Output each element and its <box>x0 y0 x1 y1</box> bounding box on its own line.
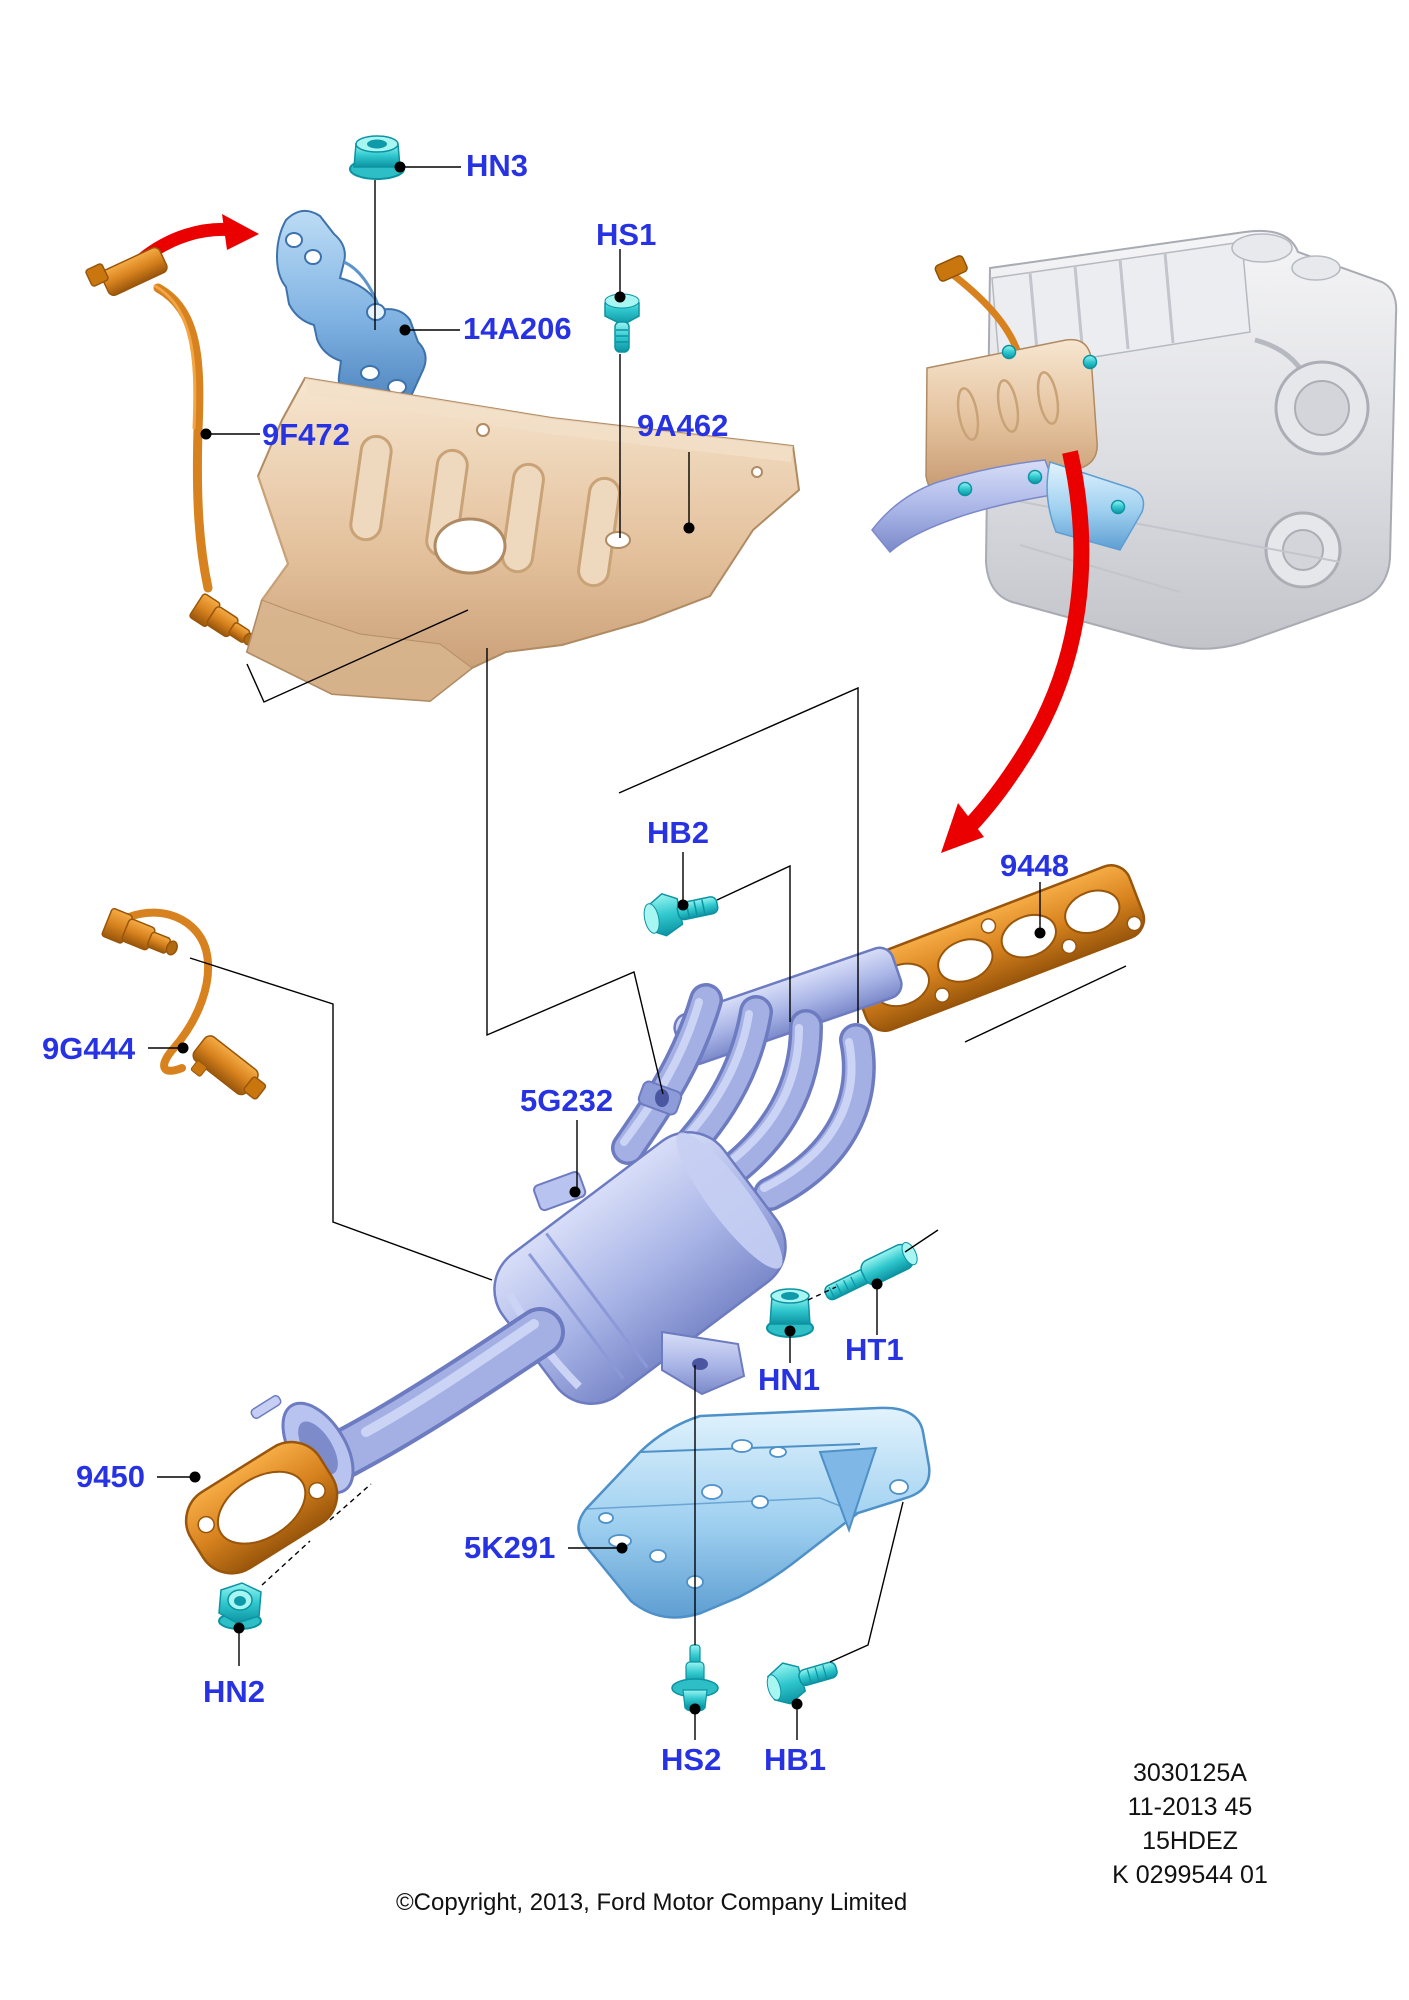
callout-9g444[interactable]: 9G444 <box>42 1031 136 1066</box>
copyright-notice: ©Copyright, 2013, Ford Motor Company Lim… <box>396 1889 908 1916</box>
callout-9f472[interactable]: 9F472 <box>262 417 350 452</box>
bolt-hb2 <box>643 892 719 937</box>
oxygen-sensor-9f472 <box>85 246 256 646</box>
callout-9450[interactable]: 9450 <box>76 1459 145 1494</box>
bolt-hb1 <box>766 1661 838 1705</box>
callout-14a206[interactable]: 14A206 <box>463 311 572 346</box>
callout-ht1[interactable]: HT1 <box>845 1332 904 1367</box>
callout-hb2[interactable]: HB2 <box>647 815 710 850</box>
callout-hb1[interactable]: HB1 <box>764 1742 827 1777</box>
callout-5g232[interactable]: 5G232 <box>520 1083 614 1118</box>
callout-hn2[interactable]: HN2 <box>203 1674 266 1709</box>
callout-hn3[interactable]: HN3 <box>466 148 529 183</box>
flange-nut-hn2 <box>218 1582 262 1630</box>
drawing-date: 11-2013 45 <box>1127 1793 1253 1821</box>
callout-5k291[interactable]: 5K291 <box>464 1530 556 1565</box>
flange-nut-hn3 <box>349 135 405 180</box>
bolt-hs1 <box>604 293 640 353</box>
leader-lines <box>148 166 1127 1740</box>
stud-ht1 <box>824 1242 918 1301</box>
stud-bolt-hs2 <box>671 1644 719 1712</box>
engine-assembly-illustration <box>871 229 1398 650</box>
callout-dots <box>177 161 1046 1715</box>
flange-gasket-9450 <box>184 1440 339 1575</box>
callout-9a462[interactable]: 9A462 <box>637 408 729 443</box>
drawing-info-plate: 3030125A 11-2013 45 15HDEZ K 0299544 01 <box>1080 1756 1300 1892</box>
red-arrow-engine-to-gasket <box>941 450 1090 853</box>
heat-shield-9a462 <box>245 376 801 703</box>
support-bracket-5k291 <box>577 1406 931 1619</box>
oxygen-sensor-9g444 <box>101 907 267 1100</box>
manifold-gasket-9448 <box>850 864 1146 1032</box>
callout-9448[interactable]: 9448 <box>1000 848 1069 883</box>
callout-hs2[interactable]: HS2 <box>661 1742 722 1777</box>
drawing-number: 3030125A <box>1132 1759 1247 1787</box>
catalytic-converter-5g232 <box>250 946 903 1495</box>
callout-hn1[interactable]: HN1 <box>758 1362 821 1397</box>
drawing-reference: K 0299544 01 <box>1112 1861 1268 1889</box>
mounting-bracket-14a206 <box>275 209 427 411</box>
drawing-code: 15HDEZ <box>1142 1827 1238 1855</box>
callout-hs1[interactable]: HS1 <box>596 217 657 252</box>
